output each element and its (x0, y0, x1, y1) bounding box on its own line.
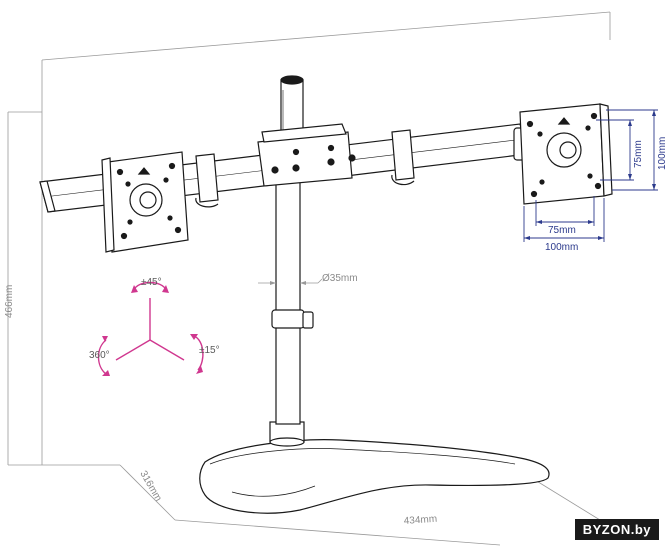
pole-diameter-label: Ø35mm (322, 273, 358, 284)
vesa-dimensions (523, 109, 658, 242)
width-dimension-label: 434mm (403, 514, 437, 527)
height-dimension-label: 466mm (4, 285, 15, 318)
right-vesa-plate (519, 103, 613, 205)
vesa-horizontal-100-label: 100mm (545, 242, 578, 253)
swivel-angle-label: ±15° (199, 345, 220, 356)
rotation-arrowheads (102, 285, 203, 376)
rotate-angle-label: 360° (89, 350, 110, 361)
left-vesa-plate (101, 151, 189, 253)
brand-watermark: BYZON.by (574, 519, 659, 540)
stand-pole (271, 75, 314, 425)
vesa-horizontal-75-label: 75mm (548, 225, 576, 236)
dimension-box (7, 11, 611, 546)
stand-base (199, 421, 550, 514)
vesa-arrowheads (524, 110, 656, 240)
vesa-vertical-75-label: 75mm (633, 140, 644, 168)
tilt-angle-label: ±45° (141, 277, 162, 288)
vesa-vertical-100-label: 100mm (657, 137, 667, 170)
pole-diameter-dimension: Ø35mm (258, 273, 358, 285)
rotation-indicator (97, 281, 204, 375)
